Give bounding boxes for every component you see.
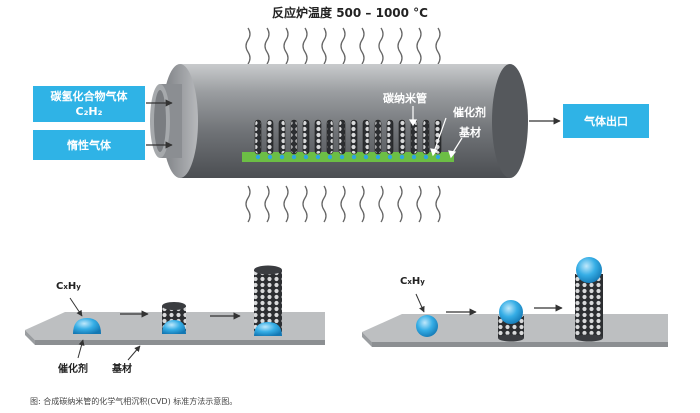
hydrocarbon-formula: C₂H₂	[75, 105, 103, 118]
inert-gas-box: 惰性气体	[33, 130, 145, 160]
heat-lines-bottom	[245, 185, 441, 223]
catalyst-callout: 催化剂	[453, 106, 486, 119]
substrate-label-left: 基材	[112, 364, 132, 375]
precursor-label-left: CxHy	[56, 281, 81, 292]
catalyst-dots	[255, 154, 441, 160]
mechanism-left	[25, 265, 325, 361]
hydrocarbon-gas-box: 碳氢化合物气体 C₂H₂	[33, 86, 145, 122]
nanotube-callout: 碳纳米管	[383, 92, 427, 105]
temperature-label: 反应炉温度 500 – 1000 °C	[272, 6, 428, 20]
catalyst-label-left: 催化剂	[58, 364, 88, 375]
gas-outlet-box: 气体出口	[563, 104, 649, 138]
hydrocarbon-gas-label: 碳氢化合物气体	[50, 90, 128, 103]
figure-caption: 图: 合成碳纳米管的化学气相沉积(CVD) 标准方法示意图。	[30, 397, 238, 406]
precursor-label-right: CxHy	[400, 276, 425, 287]
mechanism-right	[362, 257, 668, 347]
heat-lines-top	[245, 27, 441, 65]
gas-outlet-label: 气体出口	[584, 114, 628, 128]
callout-arrows	[408, 106, 463, 159]
substrate-bar	[242, 152, 454, 162]
substrate-callout: 基材	[459, 126, 481, 139]
inert-gas-label: 惰性气体	[67, 138, 111, 152]
